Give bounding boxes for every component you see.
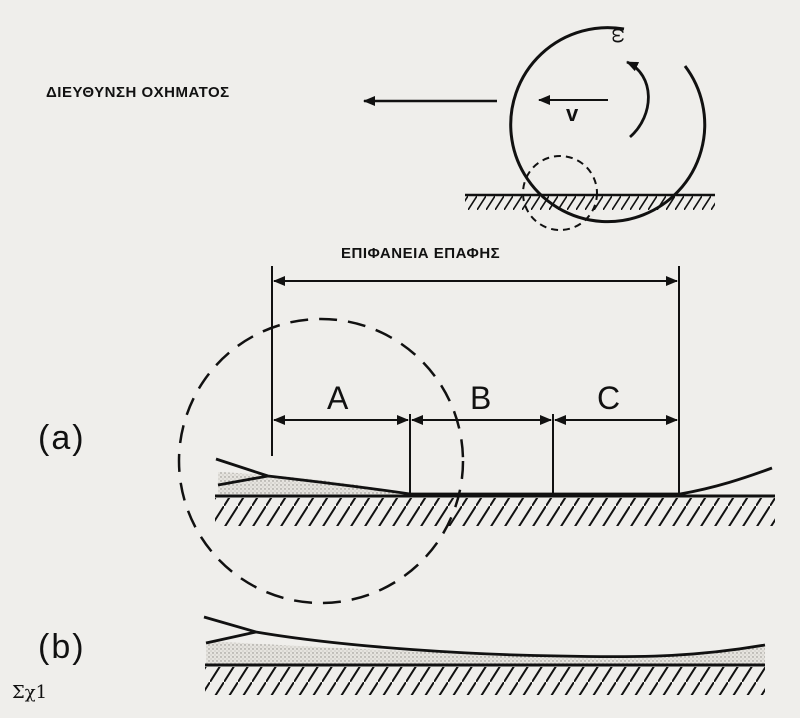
case-a-drawing [177,317,775,605]
tyre-profile-a [215,457,773,496]
road-hatch-top [465,196,715,210]
wheel-outline [509,26,707,224]
road-hatch-b [205,667,765,695]
contact-area-label: ΕΠΙΦΑΝΕΙΑ ΕΠΑΦΗΣ [341,245,501,262]
wheel-overview [363,26,715,231]
contact-area-dimension [271,266,680,496]
zone-a-label: A [327,380,349,416]
case-b-label: (b) [38,628,86,666]
detail-circle-large [177,317,465,605]
case-b-drawing [203,615,766,695]
zone-b-label: B [470,380,492,416]
figure-reference: Σχ1 [12,682,48,703]
zone-dimensions [273,414,678,494]
velocity-symbol: v [566,101,579,126]
detail-circle-small [522,155,598,231]
vehicle-direction-label: ΔΙΕΥΘΥΝΣΗ ΟΧΗΜΑΤΟΣ [46,84,230,101]
case-a-label: (a) [38,419,86,457]
tyre-profile-b [203,615,766,659]
angular-velocity-symbol: ω [607,27,630,44]
water-film-b [206,641,765,664]
road-hatch-a [215,498,775,526]
zone-c-label: C [597,380,621,416]
rotation-arrow [626,60,650,139]
